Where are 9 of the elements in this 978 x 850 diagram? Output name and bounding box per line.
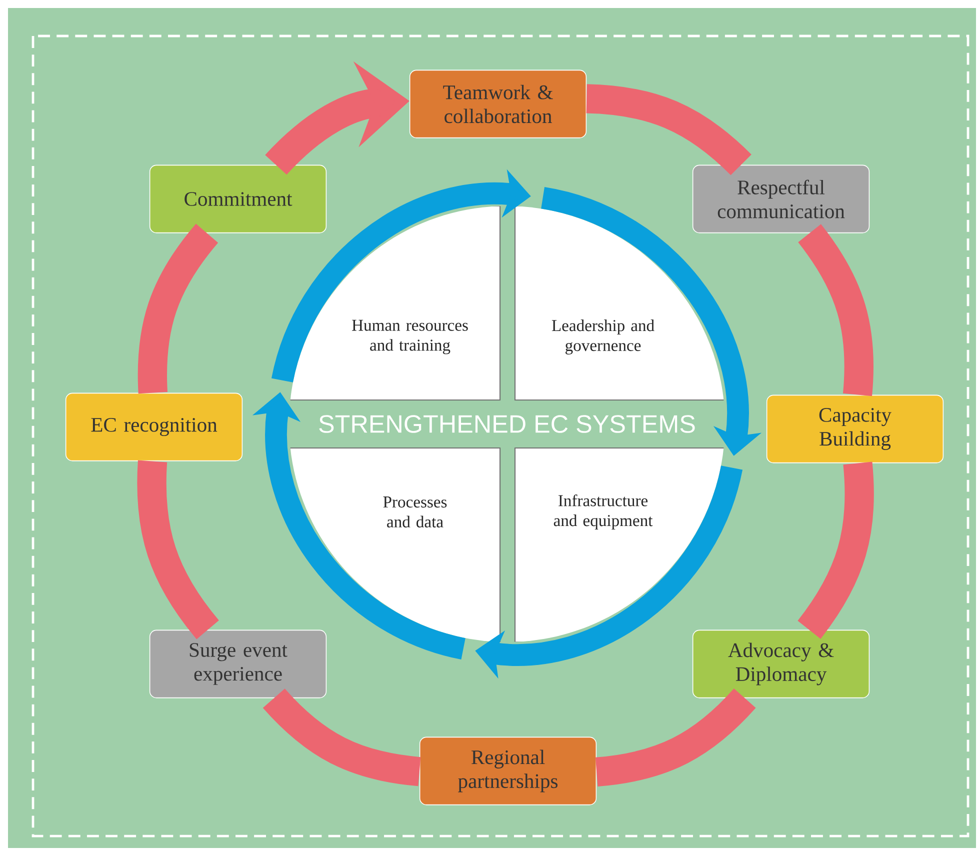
- heading-label: STRENGTHENED EC SYSTEMS: [319, 415, 695, 433]
- process-box: Commitment: [149, 164, 327, 234]
- process-box: Surge event experience: [149, 630, 327, 698]
- process-box: Advocacy & Diplomacy: [692, 630, 870, 698]
- process-box: Capacity Building: [766, 394, 944, 464]
- process-box: Teamwork & collaboration: [409, 70, 587, 138]
- process-box: EC recognition: [65, 392, 243, 462]
- process-box: Respectful communication: [692, 164, 870, 234]
- process-box: Regional partnerships: [419, 736, 597, 806]
